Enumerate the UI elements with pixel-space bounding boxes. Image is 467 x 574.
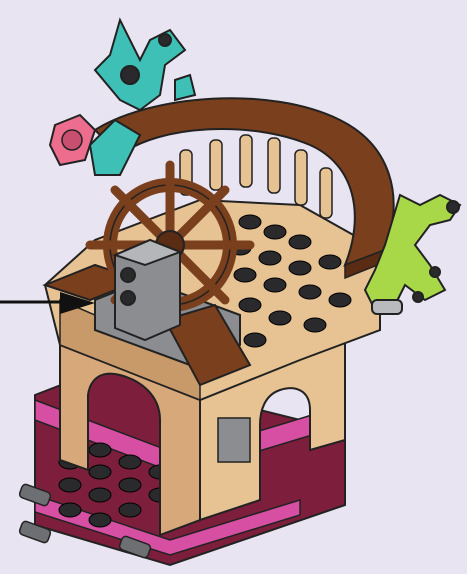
flower-icon	[50, 115, 95, 165]
signal-light-icon	[115, 240, 180, 340]
coral-plant-icon	[90, 20, 195, 175]
